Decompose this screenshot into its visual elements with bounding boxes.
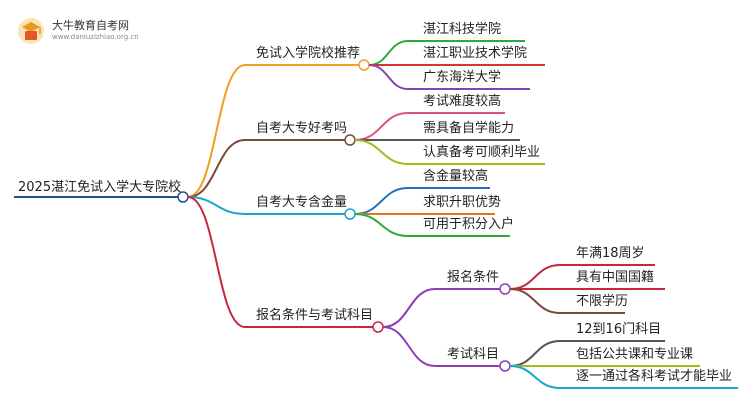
branch-label: 自考大专含金量	[256, 195, 348, 210]
leaf-label: 逐一通过各科考试才能毕业	[576, 369, 733, 384]
sub-branch-label: 考试科目	[447, 347, 500, 362]
leaf-edge	[354, 213, 510, 237]
leaf-label: 广东海洋大学	[423, 70, 502, 85]
branch-edge	[187, 64, 359, 198]
leaf-label: 年满18周岁	[576, 246, 645, 261]
sub-branch-node-dot	[499, 283, 511, 295]
leaf-label: 湛江科技学院	[423, 22, 502, 37]
branch-edge	[187, 196, 345, 215]
leaf-edge	[509, 365, 738, 389]
leaf-label: 求职升职优势	[423, 195, 502, 210]
leaf-edge	[354, 139, 545, 165]
leaf-label: 含金量较高	[423, 169, 489, 184]
leaf-edge	[509, 288, 625, 314]
sub-branch-edge	[382, 288, 500, 328]
leaf-label: 具有中国国籍	[576, 270, 655, 285]
branch-edge	[187, 196, 373, 328]
leaf-label: 包括公共课和专业课	[576, 347, 694, 362]
leaf-label: 12到16门科目	[576, 322, 662, 337]
branch-label: 自考大专好考吗	[256, 121, 348, 136]
leaf-label: 认真备考可顺利毕业	[423, 145, 541, 160]
branch-node-dot	[358, 59, 370, 71]
logo-title: 大牛教育自考网	[52, 19, 129, 32]
sub-branch-node-dot	[499, 360, 511, 372]
branch-edge	[187, 139, 345, 198]
leaf-label: 湛江职业技术学院	[423, 46, 528, 61]
branch-label: 报名条件与考试科目	[256, 308, 374, 323]
leaf-label: 可用于积分入户	[423, 217, 515, 232]
logo-icon	[14, 16, 48, 46]
branch-label: 免试入学院校推荐	[256, 46, 361, 61]
leaf-label: 考试难度较高	[423, 94, 502, 109]
branch-node-dot	[372, 321, 384, 333]
sub-branch-edge	[382, 326, 500, 367]
leaf-label: 需具备自学能力	[423, 121, 515, 136]
logo-url: www.daniuzizhiao.org.cn	[52, 33, 139, 41]
leaf-label: 不限学历	[576, 294, 629, 309]
leaf-edge	[368, 64, 530, 90]
sub-branch-label: 报名条件	[447, 270, 500, 285]
root-node-label: 2025湛江免试入学大专院校	[18, 180, 182, 195]
